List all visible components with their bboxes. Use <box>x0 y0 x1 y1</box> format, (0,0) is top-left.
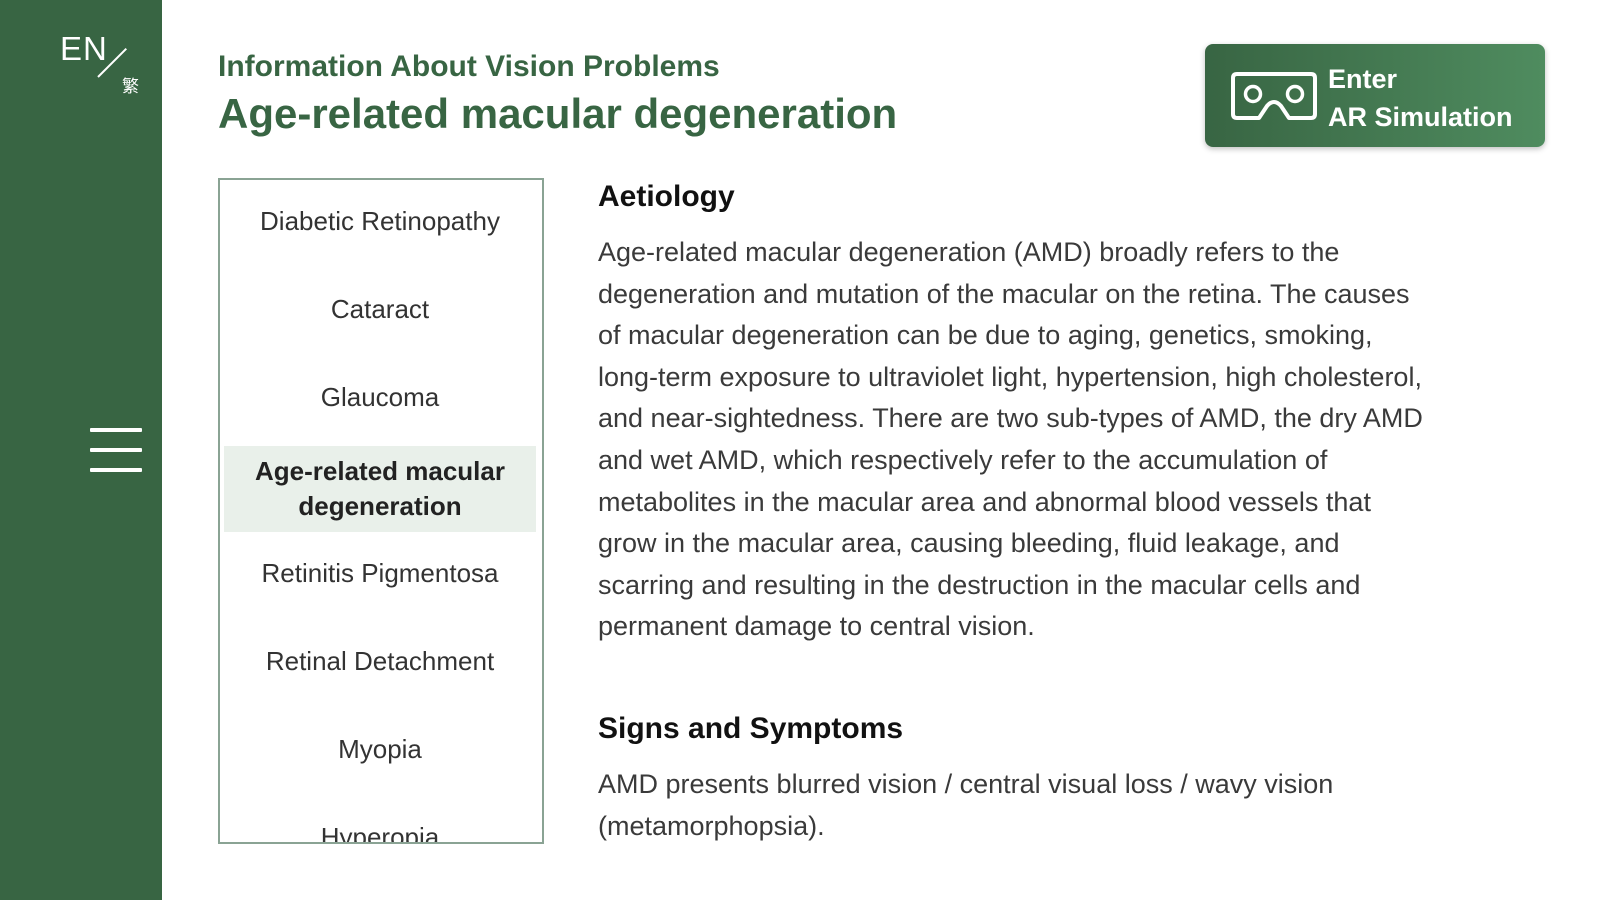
aetiology-body: Age-related macular degeneration (AMD) b… <box>598 232 1538 648</box>
enter-ar-simulation-button[interactable]: Enter AR Simulation <box>1205 44 1545 147</box>
disease-list[interactable]: Diabetic Retinopathy Cataract Glaucoma A… <box>218 178 544 844</box>
aetiology-line: metabolites in the macular area and abno… <box>598 486 1371 517</box>
list-item-age-related-macular-degeneration[interactable]: Age-related macular degeneration <box>224 446 536 532</box>
aetiology-line: and near-sightedness. There are two sub-… <box>598 403 1423 434</box>
aetiology-line: grow in the macular area, causing bleedi… <box>598 528 1340 559</box>
list-item-retinitis-pigmentosa[interactable]: Retinitis Pigmentosa <box>261 558 499 588</box>
aetiology-line: long-term exposure to ultraviolet light,… <box>598 361 1422 392</box>
aetiology-line: permanent damage to central vision. <box>598 611 1035 642</box>
menu-bar-bottom <box>90 468 142 472</box>
ar-button-line1: Enter <box>1328 64 1398 94</box>
sidebar: EN 繁 <box>0 0 162 900</box>
list-item-label-line1: Age-related macular <box>255 456 505 486</box>
menu-bar-top <box>90 428 142 432</box>
list-item-diabetic-retinopathy[interactable]: Diabetic Retinopathy <box>260 206 500 236</box>
list-item-myopia[interactable]: Myopia <box>338 734 422 764</box>
signs-symptoms-heading: Signs and Symptoms <box>598 712 904 745</box>
aetiology-line: and wet AMD, which respectively refer to… <box>598 444 1328 475</box>
vr-headset-icon <box>1231 72 1317 120</box>
ar-button-label: Enter AR Simulation <box>1328 60 1513 136</box>
ar-button-line2: AR Simulation <box>1328 102 1513 132</box>
language-alt-label: 繁 <box>122 77 139 96</box>
list-item-cataract[interactable]: Cataract <box>330 294 430 324</box>
aetiology-heading: Aetiology <box>598 180 735 213</box>
list-item-hyperopia[interactable]: Hyperopia <box>320 822 440 844</box>
list-item-label-line2: degeneration <box>298 491 462 521</box>
aetiology-line: Age-related macular degeneration (AMD) b… <box>598 237 1340 267</box>
menu-bar-middle <box>90 448 142 452</box>
language-toggle[interactable]: EN 繁 <box>60 30 144 96</box>
signs-line: AMD presents blurred vision / central vi… <box>598 769 1334 799</box>
list-item-retinal-detachment[interactable]: Retinal Detachment <box>265 646 495 676</box>
list-item-glaucoma[interactable]: Glaucoma <box>320 382 440 412</box>
language-en-label: EN <box>60 30 108 67</box>
aetiology-line: of macular degeneration can be due to ag… <box>598 320 1373 351</box>
aetiology-line: degeneration and mutation of the macular… <box>598 278 1410 309</box>
page-title: Age-related macular degeneration <box>218 90 898 137</box>
signs-line: (metamorphopsia). <box>598 810 825 841</box>
aetiology-line: scarring and resulting in the destructio… <box>598 569 1361 600</box>
page-subtitle: Information About Vision Problems <box>218 50 720 83</box>
hamburger-menu-icon[interactable] <box>90 428 142 478</box>
signs-symptoms-body: AMD presents blurred vision / central vi… <box>598 764 1538 847</box>
